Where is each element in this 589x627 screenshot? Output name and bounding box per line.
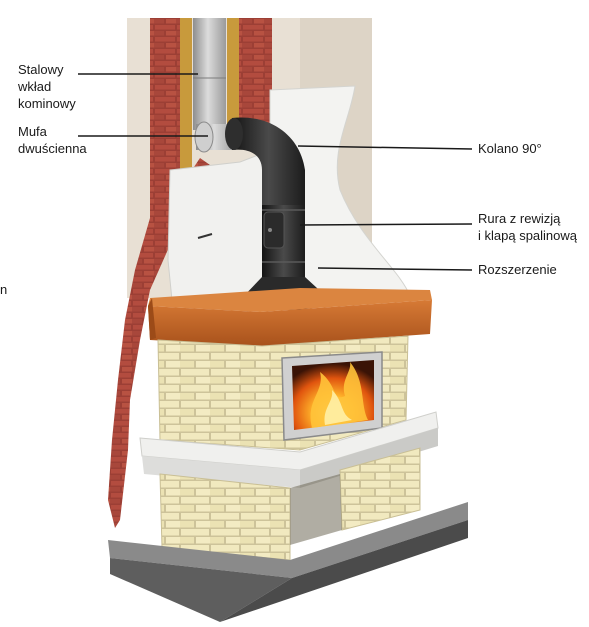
revision-knob	[268, 228, 272, 232]
base-slab-right	[220, 520, 468, 622]
label-steel-flue-liner: Stalowy wkład kominowy	[18, 62, 76, 111]
under-shelf-shadow	[290, 474, 342, 545]
right-brick-leg	[339, 447, 421, 531]
label-revision-pipe: Rura z rewizją i klapą spalinową	[478, 211, 578, 243]
chimney-brick-right	[238, 18, 272, 128]
wooden-beam-front	[148, 300, 432, 346]
leader-kolano	[297, 145, 473, 150]
label-cut-fragment: n	[0, 282, 8, 297]
hood-slot	[197, 233, 213, 239]
base-slab-top	[108, 502, 468, 578]
concrete-shelf-right	[300, 428, 438, 488]
concrete-shelf-front	[142, 456, 300, 488]
wooden-beam-top	[148, 288, 432, 312]
base-slab-front	[110, 558, 292, 622]
insulation-right	[227, 18, 239, 133]
insulation-left	[180, 18, 192, 178]
leader-rura	[299, 223, 473, 226]
flame-large	[310, 362, 368, 428]
sleeve-rim	[194, 121, 214, 153]
elbow-inlet	[225, 118, 243, 150]
label-elbow-90: Kolano 90°	[478, 141, 542, 156]
left-brick-leg	[159, 473, 291, 561]
flame-core	[324, 390, 352, 425]
label-widening: Rozszerzenie	[478, 262, 557, 277]
revision-cover	[263, 211, 285, 249]
label-double-wall-sleeve: Mufa dwuścienna	[18, 124, 87, 156]
steel-flue-liner	[193, 18, 226, 130]
elbow-90-pipe	[232, 117, 305, 210]
wooden-beam-side	[148, 298, 156, 340]
leader-rozszerzenie	[317, 267, 473, 271]
